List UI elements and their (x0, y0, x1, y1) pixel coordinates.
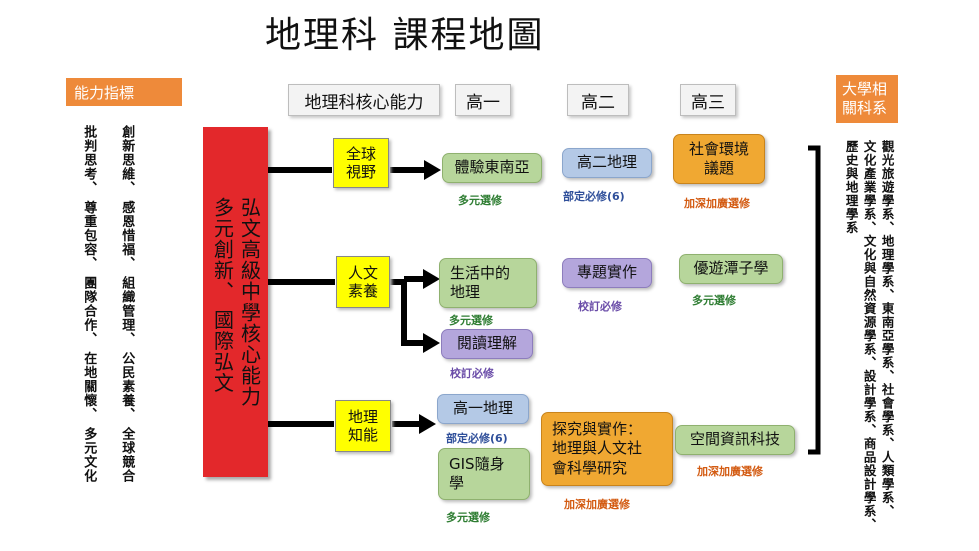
note-project-practice: 校訂必修 (578, 300, 622, 313)
note-grade1-geography: 部定必修(6) (446, 432, 508, 445)
course-inquiry-practice: 探究與實作： 地理與人文社 會科學研究 (541, 412, 673, 486)
note-social-environment: 加深加廣選修 (684, 197, 750, 210)
course-social-environment: 社會環境 議題 (673, 134, 765, 184)
course-grade2-geography: 高二地理 (562, 148, 652, 178)
note-spatial-info-tech: 加深加廣選修 (697, 465, 763, 478)
header-core-ability: 地理科核心能力 (288, 84, 440, 116)
header-grade-2: 高二 (567, 84, 629, 116)
course-geography-in-life: 生活中的 地理 (439, 258, 537, 308)
arrow-knowledge (419, 414, 436, 434)
header-grade-3: 高三 (680, 84, 736, 116)
course-grade1-geography: 高一地理 (437, 394, 529, 424)
university-departments-label: 大學相 關科系 (836, 75, 898, 123)
note-gis-learning: 多元選修 (446, 511, 490, 524)
core-bar-line2: 多元創新、 國際弘文 (210, 197, 235, 394)
course-reading-comprehension: 閱讀理解 (441, 329, 533, 359)
note-tanzi-studies: 多元選修 (692, 294, 736, 307)
course-project-practice: 專題實作 (562, 258, 652, 288)
page-title: 地理科 課程地圖 (265, 15, 545, 56)
course-tanzi-studies: 優遊潭子學 (679, 254, 783, 284)
core-bar-line1: 弘文高級中學核心能力 (237, 197, 262, 407)
ability-humanities: 人文 素養 (336, 256, 390, 308)
university-departments-col2: 文化產業學系、文化與自然資源學系、設計學系、商品設計學系、 (861, 140, 877, 532)
arrow-reading (423, 333, 440, 353)
note-reading-comprehension: 校訂必修 (450, 367, 494, 380)
university-departments-col3: 歷史與地理學系 (843, 140, 859, 235)
note-grade2-geography: 部定必修(6) (563, 190, 625, 203)
ability-geo-knowledge: 地理 知能 (335, 400, 391, 452)
ability-indicators-col2: 批判思考、 尊重包容、 團隊合作、 在地關懷、 多元文化 (81, 125, 97, 484)
arrow-life (423, 269, 440, 289)
ability-indicators-col1: 創新思維、 感恩惜福、 組織管理、 公民素養、 全球競合 (119, 125, 135, 484)
ability-indicator-label: 能力指標 (66, 78, 182, 106)
core-bar-text: 弘文高級中學核心能力 多元創新、 國際弘文 (209, 197, 263, 407)
course-gis-learning: GIS隨身 學 (438, 448, 530, 500)
note-inquiry-practice: 加深加廣選修 (564, 498, 630, 511)
arrow-global (424, 160, 441, 180)
university-departments-col1: 觀光旅遊學系、地理學系、東南亞學系、社會學系、人類學系、 (879, 140, 895, 518)
header-grade-1: 高一 (455, 84, 511, 116)
course-southeast-asia: 體驗東南亞 (442, 153, 542, 183)
ability-global-view: 全球 視野 (333, 138, 389, 188)
note-southeast-asia: 多元選修 (458, 194, 502, 207)
course-spatial-info-tech: 空間資訊科技 (675, 425, 795, 455)
school-core-ability-bar: 弘文高級中學核心能力 多元創新、 國際弘文 (203, 127, 268, 477)
note-geography-in-life: 多元選修 (449, 314, 493, 327)
